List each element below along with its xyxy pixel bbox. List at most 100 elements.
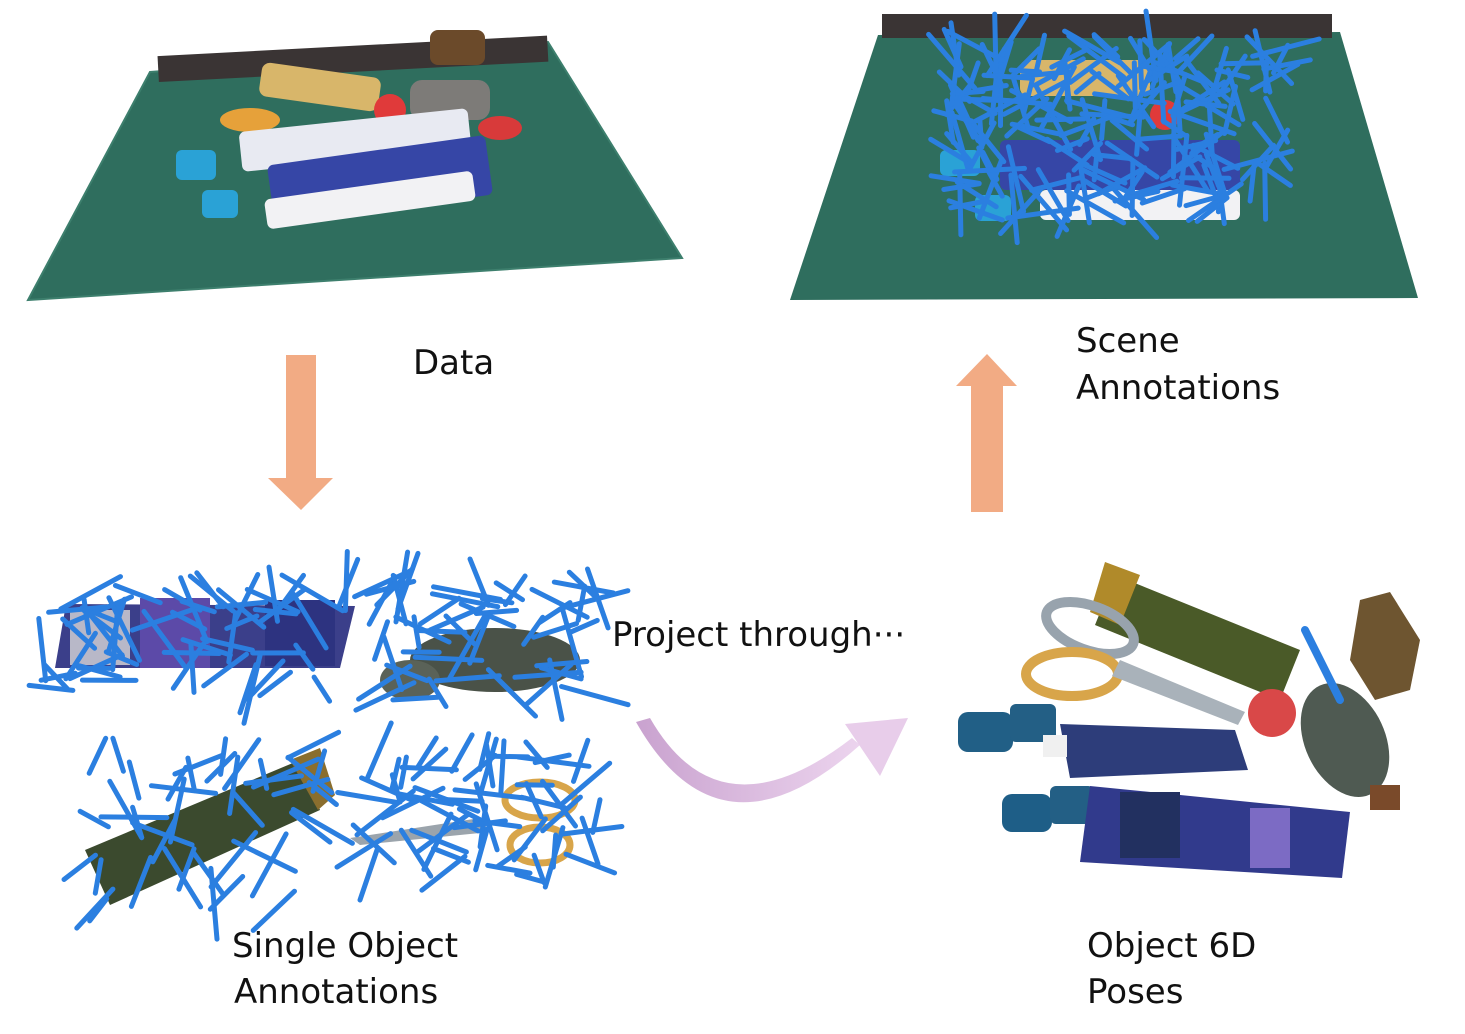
- grasp-line: [1021, 76, 1036, 115]
- grasp-line: [227, 754, 241, 816]
- grasp-line: [357, 846, 380, 903]
- grasp-line: [1253, 159, 1293, 188]
- grasp-line: [1008, 172, 1020, 246]
- grasp-line: [1186, 181, 1244, 223]
- grasp-line: [1071, 140, 1103, 173]
- scene-grasp-lines: [926, 8, 1322, 246]
- grasp-line: [252, 607, 299, 617]
- grasp-line: [64, 594, 134, 627]
- grasp-line: [398, 754, 409, 790]
- grasp-line: [1176, 33, 1215, 75]
- grasp-line: [353, 680, 417, 713]
- grasp-line: [419, 853, 468, 893]
- grasp-line: [1005, 144, 1027, 214]
- grasp-line: [365, 720, 394, 780]
- grasp-line: [1203, 151, 1222, 189]
- grasp-line: [1261, 57, 1313, 72]
- grasp-line: [1183, 194, 1220, 209]
- grasp-line: [415, 628, 468, 635]
- grasp-line: [167, 776, 187, 845]
- grasp-line: [232, 572, 261, 624]
- grasp-line: [222, 737, 262, 791]
- grasp-line: [390, 694, 441, 703]
- grasp-line: [429, 591, 501, 610]
- pose-toothpaste-tube: [1043, 724, 1248, 778]
- project-label: Project through···: [612, 615, 906, 655]
- grasp-line: [512, 669, 584, 680]
- grasp-line: [244, 587, 301, 615]
- grasp-line: [1066, 33, 1127, 80]
- grasp-line: [563, 851, 618, 876]
- grasp-line: [1129, 158, 1136, 218]
- grasp-line: [46, 604, 108, 615]
- grasp-line: [926, 31, 978, 91]
- grasp-line: [1138, 133, 1184, 142]
- grasp-line: [1018, 173, 1070, 233]
- grasp-line: [81, 607, 123, 641]
- grasp-line: [293, 642, 316, 672]
- grasp-line: [107, 778, 145, 841]
- grasp-line: [986, 169, 1005, 199]
- grasp-line: [1066, 172, 1072, 217]
- pose-scissors: [1021, 597, 1245, 725]
- grasp-line: [524, 662, 574, 707]
- grasp-line: [350, 822, 397, 866]
- grasp-line: [110, 735, 126, 774]
- grasp-line: [515, 754, 592, 769]
- grasp-line: [81, 597, 92, 636]
- grasp-line: [241, 653, 263, 726]
- grasp-line: [279, 572, 346, 614]
- grasp-line: [372, 619, 390, 662]
- grasp-line: [1172, 36, 1201, 61]
- grasp-line: [415, 735, 439, 770]
- grasp-line: [251, 756, 321, 790]
- grasp-line: [1008, 67, 1043, 75]
- grasp-line: [399, 764, 459, 773]
- grasp-line: [334, 831, 394, 870]
- grasp-line: [473, 826, 490, 873]
- grasp-line: [427, 604, 486, 633]
- grasp-line: [200, 636, 255, 653]
- grasp-line: [451, 818, 508, 831]
- grasp-line: [1139, 63, 1182, 75]
- pose-cap-blue-1: [958, 704, 1056, 752]
- grasp-line: [485, 667, 538, 719]
- grasp-line: [1109, 117, 1150, 152]
- grasp-line: [981, 72, 1033, 81]
- grasp-line: [141, 608, 188, 669]
- grasp-line: [1058, 111, 1121, 138]
- grasp-line: [1004, 96, 1050, 139]
- grasp-line: [1250, 36, 1322, 59]
- grasp-line: [945, 28, 1006, 63]
- poses-label-line2: Poses: [1087, 972, 1184, 1012]
- grasp-line: [458, 601, 517, 629]
- grasp-line: [944, 131, 975, 166]
- grasp-line: [185, 755, 197, 794]
- grasp-line: [1263, 95, 1290, 145]
- object-poses-panel: [958, 562, 1420, 878]
- grasp-line: [412, 785, 481, 814]
- grasp-line: [250, 888, 297, 933]
- grasp-line: [1112, 188, 1161, 204]
- single-object-label-line1: Single Object: [232, 926, 459, 966]
- grasp-line: [523, 781, 544, 820]
- grasp-line: [571, 737, 591, 784]
- grasp-line: [86, 735, 109, 776]
- grasp-line: [1062, 28, 1123, 66]
- grasp-line: [26, 682, 76, 693]
- grasp-line: [106, 595, 142, 663]
- grasp-line: [1131, 60, 1138, 110]
- grasp-line: [477, 736, 499, 799]
- grasp-line: [335, 790, 399, 805]
- grasp-line: [311, 674, 333, 704]
- grasp-line: [1170, 106, 1177, 180]
- grasp-line: [931, 108, 974, 124]
- grasp-line: [1064, 98, 1135, 120]
- grasp-line: [1091, 34, 1137, 79]
- grasp-line: [562, 588, 631, 610]
- grasp-line: [410, 746, 449, 782]
- grasp-line: [1073, 71, 1102, 95]
- grasp-line: [426, 676, 449, 709]
- grasp-line: [449, 732, 475, 774]
- grasp-line: [477, 803, 489, 850]
